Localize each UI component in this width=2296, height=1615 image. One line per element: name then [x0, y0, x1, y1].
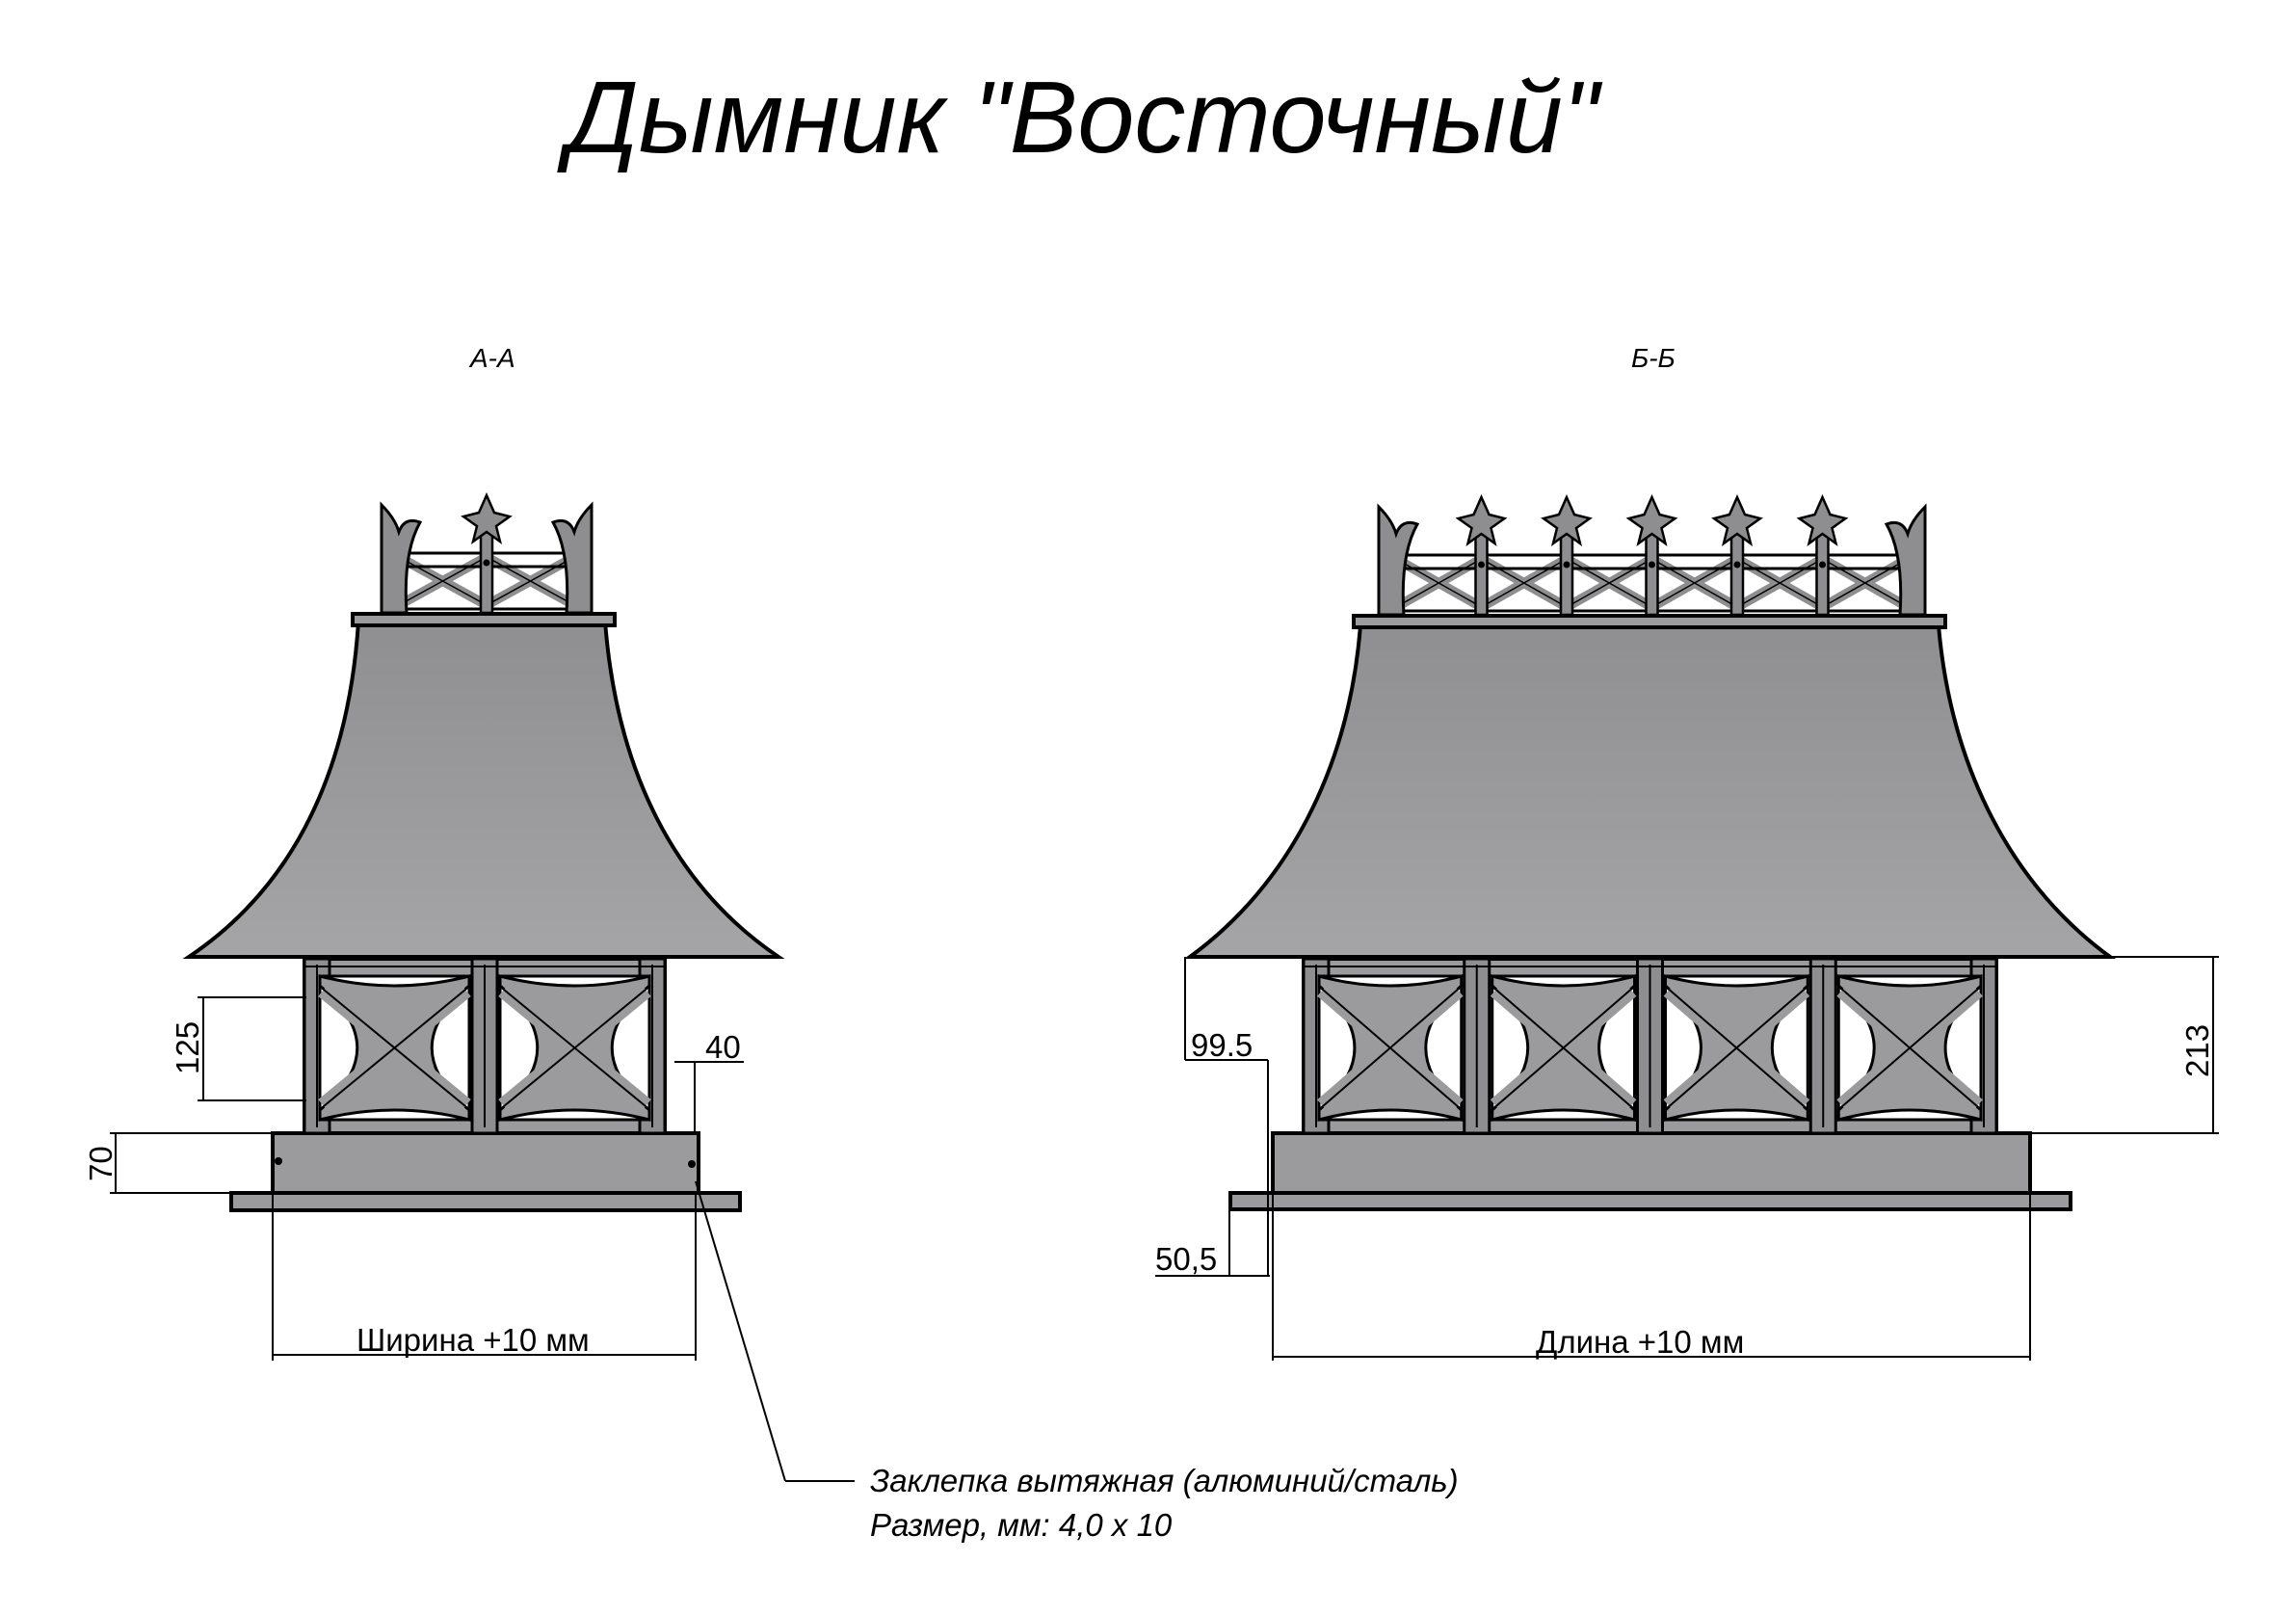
crest-finial-stem: [1815, 528, 1830, 617]
dim-label-125: 125: [170, 1021, 205, 1074]
window-x-outline: [1668, 989, 1805, 1107]
crest-finial-stem: [1474, 528, 1489, 617]
view-a-roof: [182, 620, 785, 959]
crest-horn-right: [550, 501, 594, 615]
dim-label-40: 40: [705, 1029, 741, 1065]
view-a-rivet-left: [275, 1157, 282, 1165]
crest-rivet: [1563, 561, 1570, 569]
crest-lattice-x-line: [1481, 558, 1568, 608]
crest-rivet: [1478, 561, 1485, 569]
window-x-outline: [1495, 989, 1632, 1107]
rivet-leader: [695, 1180, 855, 1482]
dimension-b-left-height: 99.5: [1184, 957, 1269, 1276]
dim-label-50-5: 50,5: [1155, 1241, 1217, 1277]
crest-fleur: [461, 491, 513, 544]
view-b-panels: [1302, 957, 1998, 1135]
dim-label-70: 70: [83, 1146, 119, 1181]
crest-lattice-x-line: [486, 556, 575, 606]
crest-lattice-x-line: [1822, 558, 1909, 608]
crest-fleur: [1455, 493, 1508, 546]
window-x-outline: [323, 989, 466, 1107]
window-x-outline: [503, 989, 647, 1107]
view-a-cap: [351, 612, 617, 627]
view-a-drawing: [182, 491, 785, 1212]
view-b-crest: [1377, 493, 1927, 617]
crest-rivet: [1819, 561, 1826, 569]
dim-label-99-5: 99.5: [1191, 1027, 1253, 1063]
crest-fleur: [1625, 493, 1678, 546]
view-b-roof: [1183, 623, 2117, 959]
crest-fleur: [1711, 493, 1763, 546]
view-label-a: А-А: [468, 343, 515, 373]
view-label-b: Б-Б: [1631, 343, 1676, 373]
crest-fleur: [1541, 493, 1593, 546]
dim-label-width: Ширина +10 мм: [356, 1322, 590, 1358]
dim-label-length: Длина +10 мм: [1536, 1324, 1744, 1360]
view-b-base: [1271, 1131, 2032, 1195]
crest-finial-stem: [479, 526, 494, 615]
view-a-flange: [229, 1191, 742, 1212]
crest-finial-stem: [1645, 528, 1659, 617]
view-a-panels: [303, 957, 667, 1135]
crest-lattice-x-line: [1395, 558, 1482, 608]
view-b-cap: [1352, 614, 1947, 629]
crest-lattice-x-line: [1566, 558, 1652, 608]
dim-label-213: 213: [2179, 1024, 2215, 1077]
crest-lattice-x-line: [1736, 558, 1823, 608]
crest-horn-left: [1377, 503, 1420, 617]
rivet-note-line-1: Заклепка вытяжная (алюминий/сталь): [870, 1463, 1459, 1498]
crest-fleur: [1796, 493, 1849, 546]
view-a-crest: [380, 491, 594, 615]
crest-finial-stem: [1729, 528, 1745, 617]
dimension-a-width: Ширина +10 мм: [272, 1195, 697, 1361]
dimension-a-base-height: 70: [83, 1132, 273, 1194]
window-x-outline: [1322, 989, 1459, 1107]
view-b-flange: [1228, 1191, 2072, 1211]
dimension-b-length: Длина +10 мм: [1272, 1195, 2031, 1361]
dimension-a-window-height: 125: [170, 996, 306, 1101]
view-a-base: [271, 1131, 700, 1195]
crest-horn-right: [1884, 503, 1927, 617]
crest-lattice-x-line: [398, 556, 488, 606]
crest-horn-left: [380, 501, 423, 615]
view-b-drawing: [1183, 493, 2117, 1211]
view-a-rivet-right: [688, 1160, 696, 1168]
crest-rivet: [1733, 561, 1741, 569]
rivet-note-line-2: Размер, мм: 4,0 х 10: [870, 1507, 1173, 1543]
crest-rivet: [483, 559, 490, 567]
crest-lattice-x-line: [1651, 558, 1738, 608]
dimension-a-offset: 40: [674, 1029, 744, 1133]
crest-rivet: [1649, 561, 1655, 569]
window-x-outline: [1841, 989, 1978, 1107]
crest-finial-stem: [1559, 528, 1574, 617]
drawing-title: Дымник "Восточный": [557, 61, 1603, 174]
dimension-b-flange: 50,5: [1155, 1210, 1270, 1277]
dimension-b-right-height: 213: [2030, 956, 2219, 1134]
